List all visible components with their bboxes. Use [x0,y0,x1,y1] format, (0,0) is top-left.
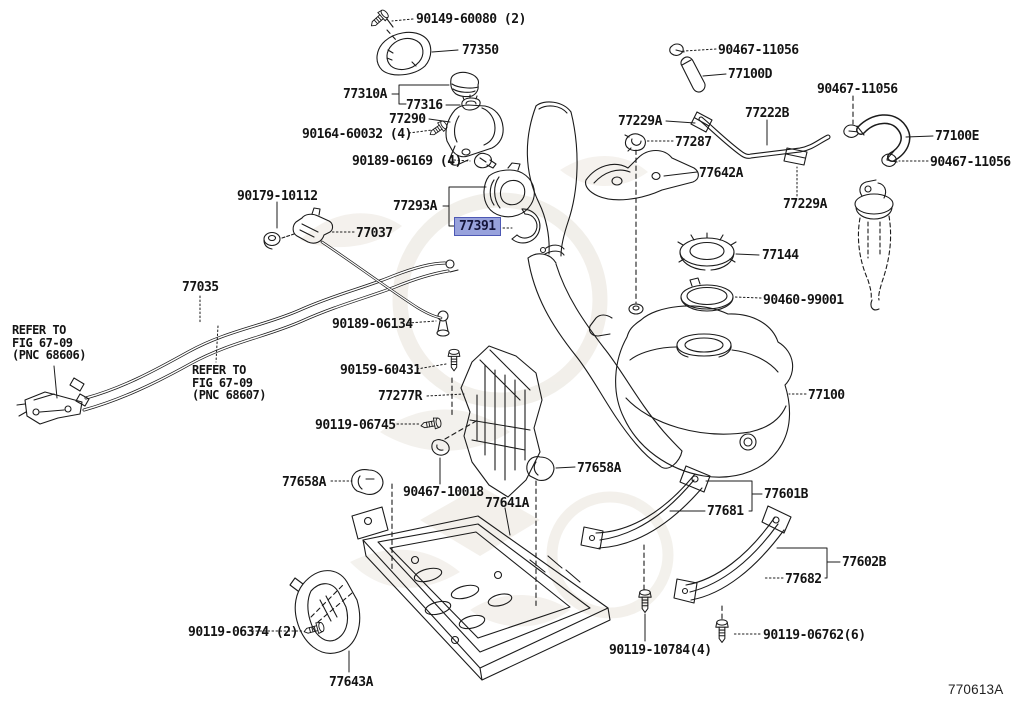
part-label-90179-10112[interactable]: 90179-10112 [237,189,318,204]
part-label-77277r[interactable]: 77277R [378,389,422,404]
drawing-clip-90189-06134 [436,310,450,337]
reference-note-middle: REFER TO FIG 67-09 (PNC 68607) [192,363,266,402]
drawing-bracket-77642a [585,149,699,201]
drawing-clamp-90467-right [881,153,898,167]
part-label-77658a-left[interactable]: 77658A [282,475,326,490]
drawing-connector-left [16,391,83,425]
drawing-hose-77100e [856,114,911,162]
part-label-77643a[interactable]: 77643A [329,675,373,690]
part-label-77316[interactable]: 77316 [406,98,443,113]
part-label-77037[interactable]: 77037 [356,226,393,241]
drawing-support-77290 [445,104,504,166]
part-label-77658a-right[interactable]: 77658A [577,461,621,476]
leader-lines-dotted [199,18,929,635]
drawing-grommet-90189-06169 [473,152,497,169]
drawing-clip-90467-10018 [431,439,450,456]
part-label-90119-06745[interactable]: 90119-06745 [315,418,396,433]
part-label-77035[interactable]: 77035 [182,280,219,295]
part-label-90119-10784[interactable]: 90119-10784(4) [609,643,712,658]
drawing-clamp-90467-top [669,43,685,56]
drawing-filler-pipe-lower [527,253,683,469]
part-label-77229a-lower[interactable]: 77229A [783,197,827,212]
reference-note-left: REFER TO FIG 67-09 (PNC 68606) [12,323,86,362]
drawing-valve-77037 [292,207,443,320]
part-label-77100e[interactable]: 77100E [935,129,979,144]
drawing-screw-90119-06762 [715,619,729,643]
part-label-90467-11056-right[interactable]: 90467-11056 [930,155,1011,170]
drawing-screw-90164 [426,118,450,140]
drawing-shield-77643a [289,570,361,654]
part-label-77391-selected[interactable]: 77391 [454,217,501,236]
part-label-77293a[interactable]: 77293A [393,199,437,214]
part-label-77229a-upper[interactable]: 77229A [618,114,662,129]
part-label-90467-11056-top[interactable]: 90467-11056 [718,43,799,58]
part-label-90119-06374[interactable]: 90119-06374 (2) [188,625,298,640]
part-label-77601b[interactable]: 77601B [764,487,808,502]
drawing-band-77682 [673,505,792,604]
drawing-tube-77100d [680,56,706,93]
part-label-77681[interactable]: 77681 [707,504,744,519]
part-label-77287[interactable]: 77287 [675,135,712,150]
part-label-77642a[interactable]: 77642A [699,166,743,181]
part-label-90460-99001[interactable]: 90460-99001 [763,293,844,308]
part-label-77602b[interactable]: 77602B [842,555,886,570]
drawing-screw-90159 [447,348,461,372]
part-label-77290[interactable]: 77290 [389,112,426,127]
drawing-gasket-90460 [680,277,734,312]
drawing-pipe-77222b [698,116,831,159]
part-label-77144[interactable]: 77144 [762,248,799,263]
drawing-tray-77641a [351,506,611,681]
drawing-fuel-sender-unit [854,179,894,311]
part-label-77222b[interactable]: 77222B [745,106,789,121]
leader-lines-solid [53,49,934,673]
assembly-dashed-lines [310,29,854,623]
drawing-lock-ring-77144 [677,232,737,271]
drawing-cushion-77658a-left [351,469,384,495]
drawing-fuel-tank-77100 [588,303,794,478]
drawing-clamp-77229a-lower [783,147,808,166]
drawing-protector-77277r [460,345,543,498]
drawing-cushion-77658a-right [526,456,555,481]
part-label-77310a[interactable]: 77310A [343,87,387,102]
part-label-90467-11056-mid[interactable]: 90467-11056 [817,82,898,97]
drawing-fuel-lines-77035 [69,259,459,412]
drawing-filler-pipe-upper [526,101,578,257]
part-label-90119-06762[interactable]: 90119-06762(6) [763,628,866,643]
part-label-77100d[interactable]: 77100D [728,67,772,82]
part-label-90189-06169[interactable]: 90189-06169 (4) [352,154,462,169]
part-label-77682[interactable]: 77682 [785,572,822,587]
part-label-77100[interactable]: 77100 [808,388,845,403]
drawing-hose-ring-77293a [483,162,535,218]
part-label-90159-60431[interactable]: 90159-60431 [340,363,421,378]
drawing-fuel-cap-77310a [450,71,480,98]
part-label-90149-60080[interactable]: 90149-60080 (2) [416,12,526,27]
drawing-gasket-77316 [461,94,481,111]
part-label-77350[interactable]: 77350 [462,43,499,58]
drawing-clamp-77229a-upper [690,111,713,133]
drawing-band-77681 [580,465,711,550]
part-label-90467-10018[interactable]: 90467-10018 [403,485,484,500]
drawing-shield-77350 [376,18,432,76]
drawing-nut-90179 [263,231,295,250]
part-label-77641a[interactable]: 77641A [485,496,529,511]
part-label-90189-06134[interactable]: 90189-06134 [332,317,413,332]
part-label-90164-60032[interactable]: 90164-60032 (4) [302,127,412,142]
diagram-code: 770613A [948,682,1004,697]
drawing-grommet-77287 [624,133,646,152]
drawing-snap-ring-77391 [511,208,541,244]
